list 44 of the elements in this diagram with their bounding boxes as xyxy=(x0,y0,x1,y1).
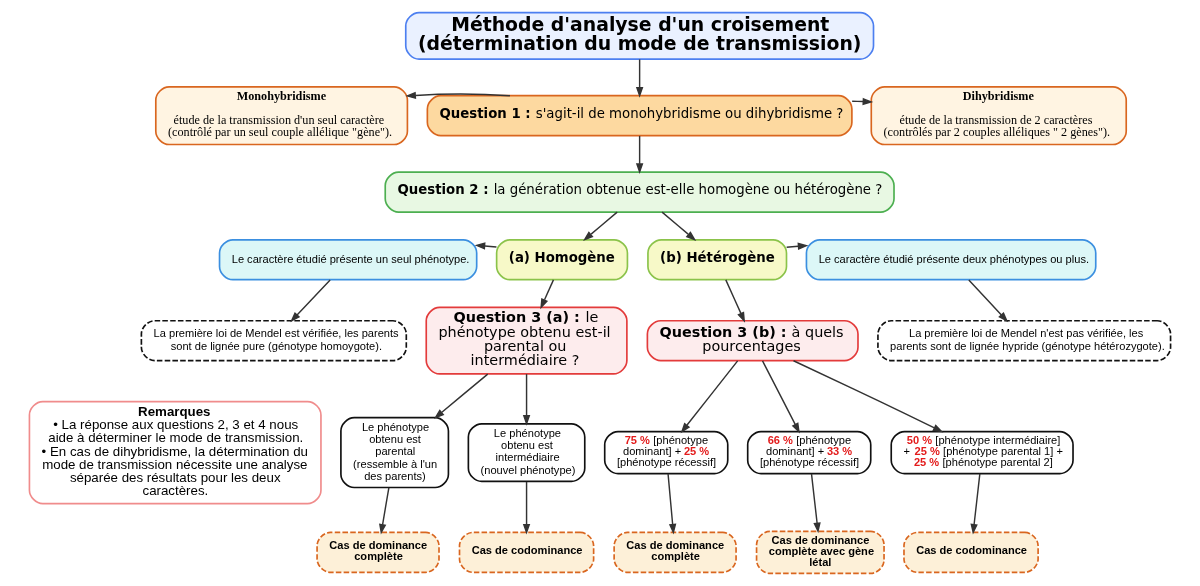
arrow xyxy=(968,279,1009,323)
arrow xyxy=(379,487,390,535)
node-box: Question 1 : s'agit-il de monohybridisme ou dihybridisme ? xyxy=(426,94,853,137)
node-box: Dihybridisme étude de la transmission de 2 caractères (contrôlés par 2 couples alléliques " 2 gènes"). xyxy=(870,86,1128,146)
node-box: La première loi de Mendel n'est pas vérifiée, les parents sont de lignée hypride (génotype hétérozygote). xyxy=(877,319,1172,362)
node-box: Le phénotype obtenu est parental (ressemble à l'un des parents) xyxy=(340,416,450,489)
node-box: Cas de codominance xyxy=(903,531,1039,574)
node-box: Cas de codominance xyxy=(458,531,595,574)
node-box: Remarques • La réponse aux questions 2, 3 et 4 nous aide à déterminer le mode de transmission. • En cas de dihybridisme, la détermination du mode de transmission nécessite une analyse séparée des résultats pour les deux caractères. xyxy=(28,400,322,505)
arrow xyxy=(761,360,800,434)
node-box: La première loi de Mendel est vérifiée, les parents sont de lignée pure (génotype homoygote). xyxy=(140,319,408,362)
node-box: Le phénotype obtenu est intermédiaire (nouvel phénotype) xyxy=(467,422,586,483)
arrow xyxy=(522,481,531,535)
node-box: (a) Homogène xyxy=(495,238,629,281)
node-box: (b) Hétérogène xyxy=(647,238,788,281)
node-box: Cas de dominance complète xyxy=(316,531,440,574)
node-box: Question 2 : la génération obtenue est-elle homogène ou hétérogène ? xyxy=(384,171,895,213)
arrow xyxy=(970,473,981,535)
arrow xyxy=(540,279,555,310)
arrow xyxy=(792,360,944,433)
arrow xyxy=(725,279,746,323)
arrow xyxy=(810,473,821,534)
arrow xyxy=(522,373,531,426)
arrow xyxy=(635,135,644,174)
node-box: Cas de dominance complète xyxy=(613,531,737,574)
node-box: Cas de dominance complète avec gène létal xyxy=(755,530,885,575)
node-box: 75 % [phénotype dominant] + 25 % [phénotype récessif] xyxy=(603,430,729,475)
arrow xyxy=(635,58,644,98)
arrow xyxy=(667,473,677,535)
node-box: Question 3 (a) : le phénotype obtenu est-il parental ou intermédiaire ? xyxy=(425,306,628,375)
arrow xyxy=(661,211,697,241)
node-box: Le caractère étudié présente un seul phénotype. xyxy=(218,238,478,281)
node-box: Monohybridisme étude de la transmission d'un seul caractère (contrôlé par un seul couple allélique "gène"). xyxy=(154,86,409,146)
node-box: 50 % [phénotype intermédiaire] + 25 % [phénotype parental 1] + 25 % [phénotype parental 2] xyxy=(890,430,1074,475)
node-box: Méthode d'analyse d'un croisement (détermination du mode de transmission) xyxy=(404,11,875,60)
arrow xyxy=(474,242,498,250)
node-box: Question 3 (b) : à quels pourcentages xyxy=(646,319,859,362)
node-box: 66 % [phénotype dominant] + 33 % [phénotype récessif] xyxy=(746,430,872,475)
arrow xyxy=(290,279,331,323)
arrow xyxy=(583,211,618,241)
node-box: Le caractère étudié présente deux phénotypes ou plus. xyxy=(805,238,1097,281)
arrow xyxy=(433,373,489,419)
arrow xyxy=(405,91,511,100)
arrow xyxy=(680,360,739,434)
